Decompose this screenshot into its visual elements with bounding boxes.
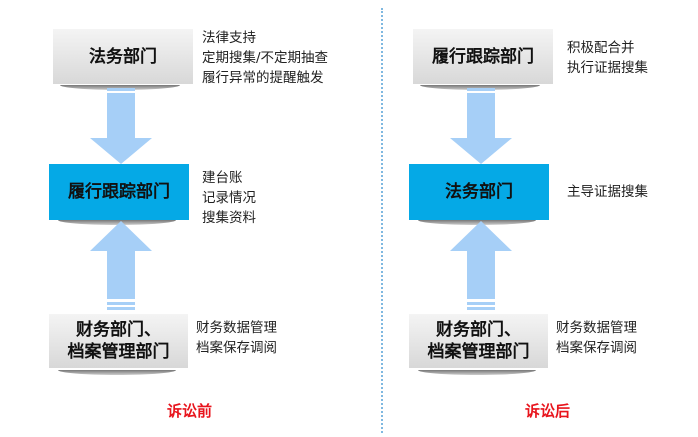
box-shadow — [60, 85, 180, 90]
after-top-box: 履行跟踪部门 — [413, 29, 553, 84]
note-line: 财务数据管理 — [196, 320, 277, 336]
divider — [381, 8, 383, 433]
box-label: 履行跟踪部门 — [68, 182, 170, 202]
note-line: 建台账 — [202, 170, 243, 186]
down-arrow — [450, 88, 512, 164]
before-top-notes: 法律支持 定期搜集/不定期抽查 履行异常的提醒触发 — [202, 28, 328, 88]
after-bottom-notes: 财务数据管理 档案保存调阅 — [556, 318, 637, 358]
down-arrow — [90, 88, 152, 164]
box-shadow — [418, 370, 536, 375]
box-label: 财务部门、 — [436, 320, 521, 340]
before-middle-notes: 建台账 记录情况 搜集资料 — [202, 168, 256, 228]
after-caption: 诉讼后 — [525, 402, 571, 420]
up-arrow — [90, 221, 152, 310]
before-middle-box: 履行跟踪部门 — [49, 164, 189, 220]
note-line: 执行证据搜集 — [567, 60, 648, 76]
after-top-notes: 积极配合并 执行证据搜集 — [567, 38, 648, 78]
note-line: 法律支持 — [202, 30, 256, 46]
note-line: 财务数据管理 — [556, 320, 637, 336]
note-line: 档案保存调阅 — [556, 340, 637, 356]
note-line: 履行异常的提醒触发 — [202, 70, 324, 86]
box-label: 法务部门 — [89, 46, 157, 67]
note-line: 档案保存调阅 — [196, 340, 277, 356]
before-top-box: 法务部门 — [53, 29, 193, 84]
note-line: 主导证据搜集 — [567, 184, 648, 200]
box-shadow — [420, 85, 540, 90]
after-middle-box: 法务部门 — [409, 164, 549, 220]
before-caption: 诉讼前 — [167, 402, 213, 420]
note-line: 搜集资料 — [202, 210, 256, 226]
up-arrow — [450, 221, 512, 310]
note-line: 记录情况 — [202, 190, 256, 206]
before-bottom-notes: 财务数据管理 档案保存调阅 — [196, 318, 277, 358]
box-label: 法务部门 — [445, 182, 513, 202]
box-label: 档案管理部门 — [427, 342, 530, 362]
note-line: 积极配合并 — [567, 40, 635, 56]
box-label: 档案管理部门 — [67, 342, 170, 362]
box-shadow — [58, 370, 176, 375]
box-label: 履行跟踪部门 — [432, 46, 534, 67]
after-middle-notes: 主导证据搜集 — [567, 182, 648, 202]
before-bottom-box: 财务部门、 档案管理部门 — [49, 314, 188, 368]
note-line: 定期搜集/不定期抽查 — [202, 50, 329, 66]
after-bottom-box: 财务部门、 档案管理部门 — [409, 314, 548, 368]
box-label: 财务部门、 — [76, 320, 161, 340]
box-shadow — [418, 220, 536, 225]
box-shadow — [58, 220, 176, 225]
